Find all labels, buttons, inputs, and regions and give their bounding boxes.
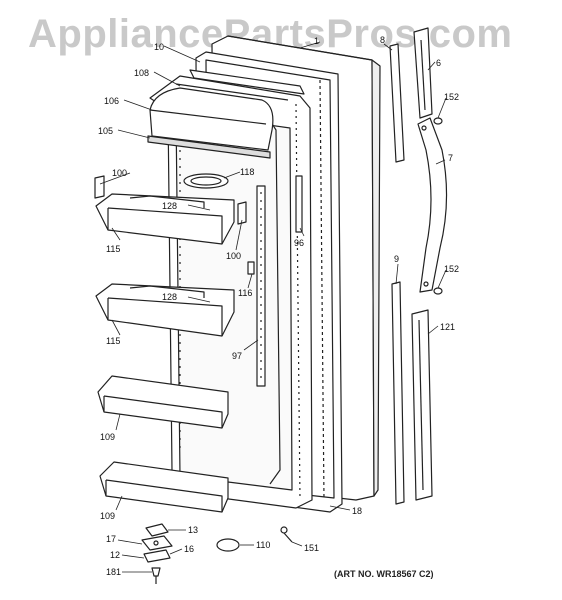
label-part-152-top: 152 [444,92,459,102]
door-bin-lower [97,375,229,429]
label-part-7: 7 [448,153,453,163]
door-bin-bottom [99,461,229,513]
label-part-121: 121 [440,322,455,332]
hinge-plate [145,523,169,537]
label-part-151: 151 [304,543,319,553]
shelf-clip-right [237,201,247,225]
hinge-cam [143,549,171,563]
label-part-108: 108 [134,68,149,78]
door-shelf-upper [95,193,235,245]
label-part-115-upper: 115 [106,244,120,254]
label-part-16: 16 [184,544,194,554]
door-handle [417,117,448,293]
vertical-strip [295,175,303,233]
screw-bottom [433,287,443,295]
label-part-100-right: 100 [226,251,241,261]
label-part-181: 181 [106,567,121,577]
door-stop [216,538,240,552]
label-part-12: 12 [110,550,120,560]
hinge-bushing [141,535,173,551]
label-part-97: 97 [232,351,242,361]
label-part-115-lower: 115 [106,336,120,346]
handle-trim-bottom [391,281,405,505]
label-part-17: 17 [106,534,116,544]
shelf-clip-left [94,175,105,199]
label-part-109-lower: 109 [100,511,115,521]
dairy-compartment-door [147,69,305,159]
label-part-128-lower: 128 [162,292,177,302]
label-part-9: 9 [394,254,399,264]
label-part-13: 13 [188,525,198,535]
art-number: (ART NO. WR18567 C2) [334,569,434,579]
small-bracket [247,261,255,275]
handle-cap-bottom [411,309,433,501]
part-labels: 1 8 6 10 108 106 105 152 7 100 118 128 9… [98,35,459,577]
label-part-110: 110 [256,540,270,550]
label-part-118: 118 [240,167,254,177]
label-part-152-bottom: 152 [444,264,459,274]
label-part-8: 8 [380,35,385,45]
handle-cap-top [413,27,433,119]
label-part-100-left: 100 [112,168,127,178]
label-part-18: 18 [352,506,362,516]
label-part-109-upper: 109 [100,432,115,442]
door-shelf-middle [95,283,235,337]
hinge-screw [151,567,161,584]
label-part-10: 10 [154,42,164,52]
label-part-6: 6 [436,58,441,68]
label-part-106: 106 [104,96,119,106]
label-part-105: 105 [98,126,113,136]
label-part-116: 116 [238,288,252,298]
screw-151 [280,526,293,543]
label-part-128-upper: 128 [162,201,177,211]
label-part-1: 1 [314,36,319,46]
screw-top [433,117,443,125]
label-part-96: 96 [294,238,304,248]
leader-lines [99,41,447,573]
handle-trim-top [389,43,405,163]
egg-tray [183,173,229,189]
shelf-rail [256,185,266,387]
